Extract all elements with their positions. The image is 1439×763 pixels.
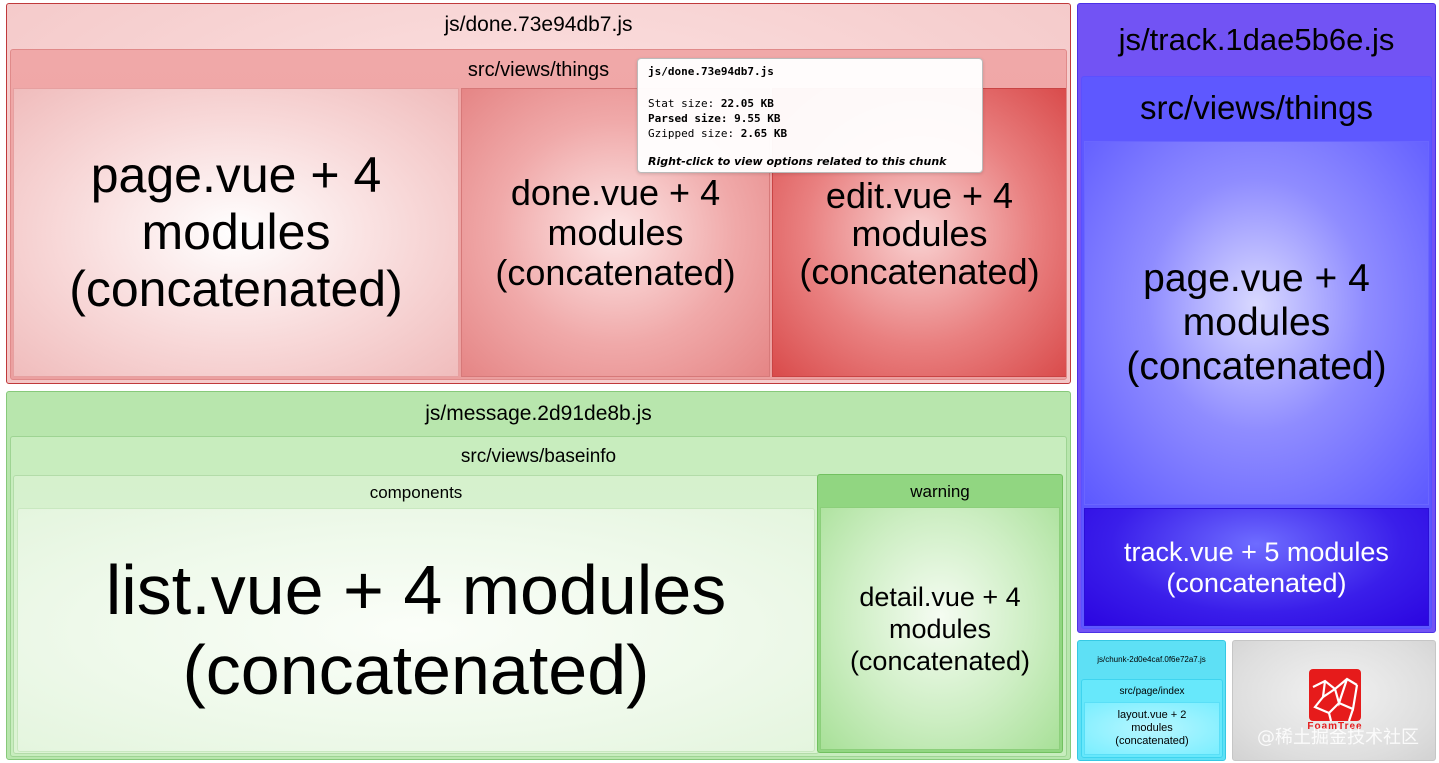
- module-label: modules: [141, 204, 331, 260]
- module-label: (concatenated): [1126, 345, 1387, 388]
- module-label: modules: [1131, 722, 1173, 734]
- foamtree-logo-icon: [1309, 669, 1361, 721]
- module-label: page.vue + 4: [90, 147, 382, 203]
- chunk-tooltip: js/done.73e94db7.js Stat size: 22.05 KB …: [637, 58, 983, 173]
- tooltip-hint: Right-click to view options related to t…: [648, 155, 947, 168]
- module-label: done.vue + 4: [510, 172, 721, 213]
- module-label: (concatenated): [1115, 735, 1189, 747]
- group-warning[interactable]: warning detail.vue + 4 modules (concaten…: [817, 474, 1063, 753]
- module-track-vue[interactable]: track.vue + 5 modules (concatenated): [1084, 508, 1429, 626]
- module-label: layout.vue + 2: [1117, 709, 1187, 721]
- chunk-done-title: js/done.73e94db7.js: [444, 13, 633, 36]
- chunk-track[interactable]: js/track.1dae5b6e.js src/views/things pa…: [1077, 3, 1436, 633]
- module-label: edit.vue + 4: [825, 175, 1014, 216]
- tooltip-stat-size: Stat size: 22.05 KB: [648, 97, 774, 110]
- foamtree-logo-text: FoamTree: [1307, 721, 1363, 732]
- chunk-message-title: js/message.2d91de8b.js: [425, 402, 652, 425]
- module-label: (concatenated): [182, 631, 650, 709]
- module-label: modules: [888, 613, 992, 644]
- module-layout-vue[interactable]: layout.vue + 2 modules (concatenated): [1084, 702, 1220, 755]
- group-src-page-index[interactable]: src/page/index layout.vue + 2 modules (c…: [1081, 679, 1223, 758]
- module-list-vue[interactable]: list.vue + 4 modules (concatenated): [17, 508, 815, 752]
- module-page-vue[interactable]: page.vue + 4 modules (concatenated): [1084, 141, 1429, 505]
- chunk-track-title: js/track.1dae5b6e.js: [1118, 22, 1395, 57]
- watermark-text: @稀土掘金技术社区: [1257, 727, 1419, 748]
- tooltip-parsed-size: Parsed size: 9.55 KB: [648, 112, 781, 125]
- chunk-2d0e4caf[interactable]: js/chunk-2d0e4caf.0f6e72a7.js src/page/i…: [1077, 640, 1226, 761]
- foamtree-attribution: FoamTree @稀土掘金技术社区: [1232, 640, 1436, 761]
- group-components[interactable]: components list.vue + 4 modules (concate…: [13, 475, 819, 754]
- module-label: (concatenated): [495, 252, 736, 293]
- group-label: components: [369, 483, 463, 502]
- module-label: detail.vue + 4: [859, 581, 1021, 612]
- module-label: page.vue + 4: [1143, 257, 1370, 300]
- module-label: (concatenated): [1166, 568, 1347, 598]
- group-src-views-baseinfo[interactable]: src/views/baseinfo components list.vue +…: [10, 436, 1067, 757]
- tooltip-gzipped-size: Gzipped size: 2.65 KB: [648, 127, 788, 140]
- module-page-vue[interactable]: page.vue + 4 modules (concatenated): [13, 88, 459, 377]
- group-label: src/views/things: [1140, 89, 1373, 126]
- module-label: modules: [1182, 301, 1331, 344]
- module-label: (concatenated): [849, 645, 1031, 676]
- module-label: (concatenated): [799, 251, 1040, 292]
- group-label: warning: [910, 482, 970, 501]
- module-label: list.vue + 4 modules: [105, 551, 727, 629]
- module-label: track.vue + 5 modules: [1124, 537, 1389, 567]
- group-label: src/views/baseinfo: [460, 446, 617, 467]
- module-label: modules: [851, 213, 988, 254]
- group-label: src/page/index: [1119, 686, 1185, 697]
- group-track-src-views-things[interactable]: src/views/things page.vue + 4 modules (c…: [1081, 76, 1432, 629]
- module-detail-vue[interactable]: detail.vue + 4 modules (concatenated): [820, 507, 1060, 750]
- tooltip-title: js/done.73e94db7.js: [648, 65, 774, 78]
- chunk-message[interactable]: js/message.2d91de8b.js src/views/baseinf…: [6, 391, 1071, 760]
- chunk-2d0e4caf-title: js/chunk-2d0e4caf.0f6e72a7.js: [1097, 655, 1206, 664]
- module-label: modules: [547, 212, 684, 253]
- group-label: src/views/things: [467, 59, 610, 81]
- module-label: (concatenated): [69, 261, 403, 317]
